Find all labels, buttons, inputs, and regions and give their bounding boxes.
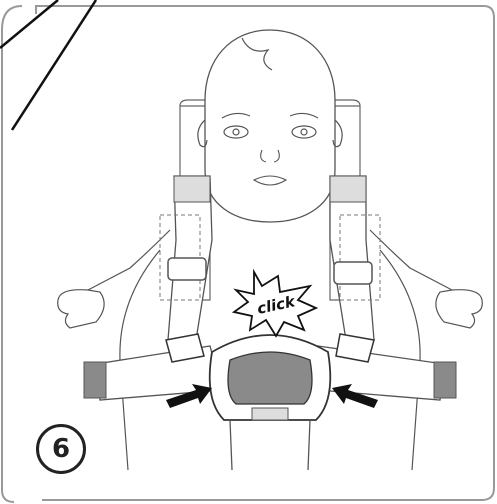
right-belt-buckle (434, 362, 456, 398)
left-strap-adjuster (168, 258, 206, 280)
panel-border (2, 0, 22, 502)
step-number: 6 (52, 436, 70, 462)
left-shoulder-pad (174, 176, 210, 202)
baby-hand-right (436, 290, 482, 328)
step-number-badge: 6 (36, 424, 86, 474)
buckle-webbing-tab (252, 408, 288, 420)
baby-head (205, 30, 335, 222)
left-strap-clip (166, 334, 204, 362)
baby-hand-left (58, 290, 104, 328)
right-strap-adjuster (334, 262, 372, 284)
pointer-line-2 (0, 0, 58, 48)
pointer-line-1 (12, 0, 96, 130)
crotch-strap (230, 420, 310, 470)
right-shoulder-pad (330, 176, 366, 202)
left-belt-buckle (84, 362, 106, 398)
center-buckle-plate (228, 352, 312, 404)
